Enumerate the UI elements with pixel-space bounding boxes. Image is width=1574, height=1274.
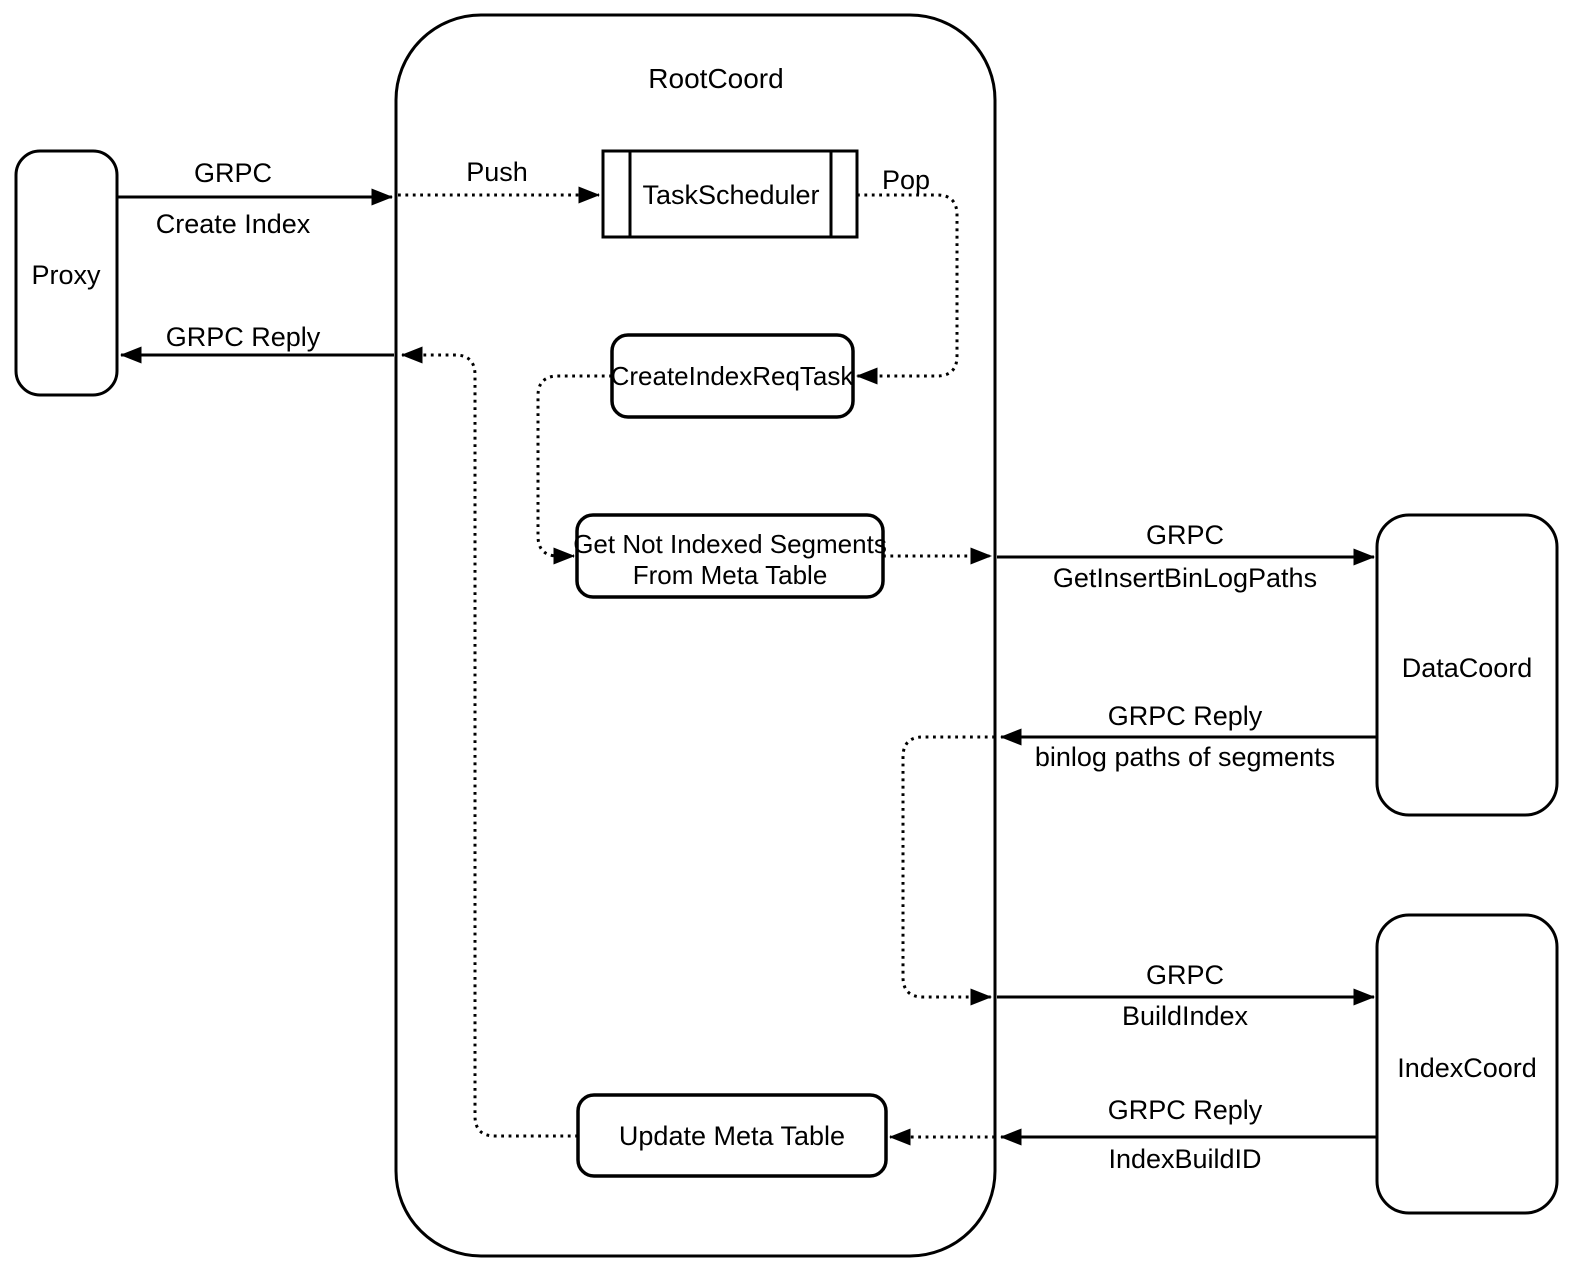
datacoord-node [1375,513,1559,817]
edge-label-grpc-getinsertbinlogpaths-1: GRPC [1146,520,1224,550]
edge-reply-loop-to-buildindex [901,735,995,1006]
edge-pop-to-create-index-req-task [856,193,959,385]
edge-label-push: Push [466,157,528,187]
edge-label-pop: Pop [882,165,930,195]
datacoord-label: DataCoord [1402,653,1533,683]
rootcoord-container [394,13,997,1258]
get-not-indexed-segments-label-line1: Get Not Indexed Segments [573,529,887,559]
get-not-indexed-segments-label-line2: From Meta Table [633,560,828,590]
taskscheduler-node: TaskScheduler [601,149,859,239]
proxy-node [14,149,119,397]
taskscheduler-label: TaskScheduler [642,180,819,210]
indexcoord-label: IndexCoord [1397,1053,1537,1083]
edge-label-grpc-reply-binlog-1: GRPC Reply [1108,701,1263,731]
create-index-req-task-label: CreateIndexReqTask [611,361,855,391]
edge-label-grpc-buildindex-1: GRPC [1146,960,1224,990]
update-meta-table-label: Update Meta Table [619,1121,845,1151]
edge-label-grpc-create-index-1: GRPC [194,158,272,188]
edge-label-grpc-reply-binlog-2: binlog paths of segments [1035,742,1335,772]
edge-create-index-req-task-to-get-not-indexed [536,374,612,565]
edge-label-grpc-reply-indexbuildid-1: GRPC Reply [1108,1095,1263,1125]
indexcoord-node [1375,913,1559,1215]
edge-label-grpc-reply-proxy: GRPC Reply [166,322,321,352]
edge-label-grpc-reply-indexbuildid-2: IndexBuildID [1108,1144,1261,1174]
rootcoord-label: RootCoord [648,63,783,94]
edge-update-meta-table-to-proxy-reply [401,346,578,1138]
edge-label-grpc-buildindex-2: BuildIndex [1122,1001,1249,1031]
edge-label-grpc-create-index-2: Create Index [156,209,311,239]
proxy-label: Proxy [31,260,101,290]
edge-label-grpc-getinsertbinlogpaths-2: GetInsertBinLogPaths [1053,563,1317,593]
